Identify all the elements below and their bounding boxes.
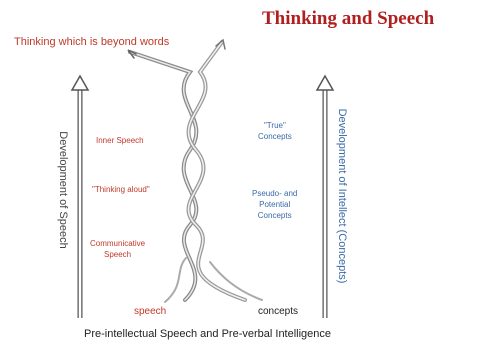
speech-strand-label: speech — [134, 306, 167, 317]
top-label: Thinking which is beyond words — [14, 36, 170, 48]
concept-strand — [186, 40, 247, 302]
speech-development-arrow — [70, 74, 90, 318]
speech-strand — [128, 50, 199, 302]
speech-stage-aloud: "Thinking aloud" — [92, 185, 150, 194]
diagram-title: Thinking and Speech — [262, 8, 435, 29]
speech-stage-inner: Inner Speech — [96, 136, 144, 145]
left-axis-label: Development of Speech — [57, 131, 69, 249]
intertwined-strands — [127, 38, 263, 303]
concept-strand-label: concepts — [258, 306, 299, 317]
intellect-development-arrow — [315, 74, 335, 318]
right-axis-label: Development of Intellect (Concepts) — [336, 108, 348, 284]
concept-stage-true: "True" Concepts — [258, 121, 292, 141]
concept-stage-pseudo: Pseudo- and Potential Concepts — [252, 189, 298, 220]
bottom-label: Pre-intellectual Speech and Pre-verbal I… — [84, 328, 332, 340]
speech-stage-communicative: Communicative Speech — [90, 239, 146, 259]
